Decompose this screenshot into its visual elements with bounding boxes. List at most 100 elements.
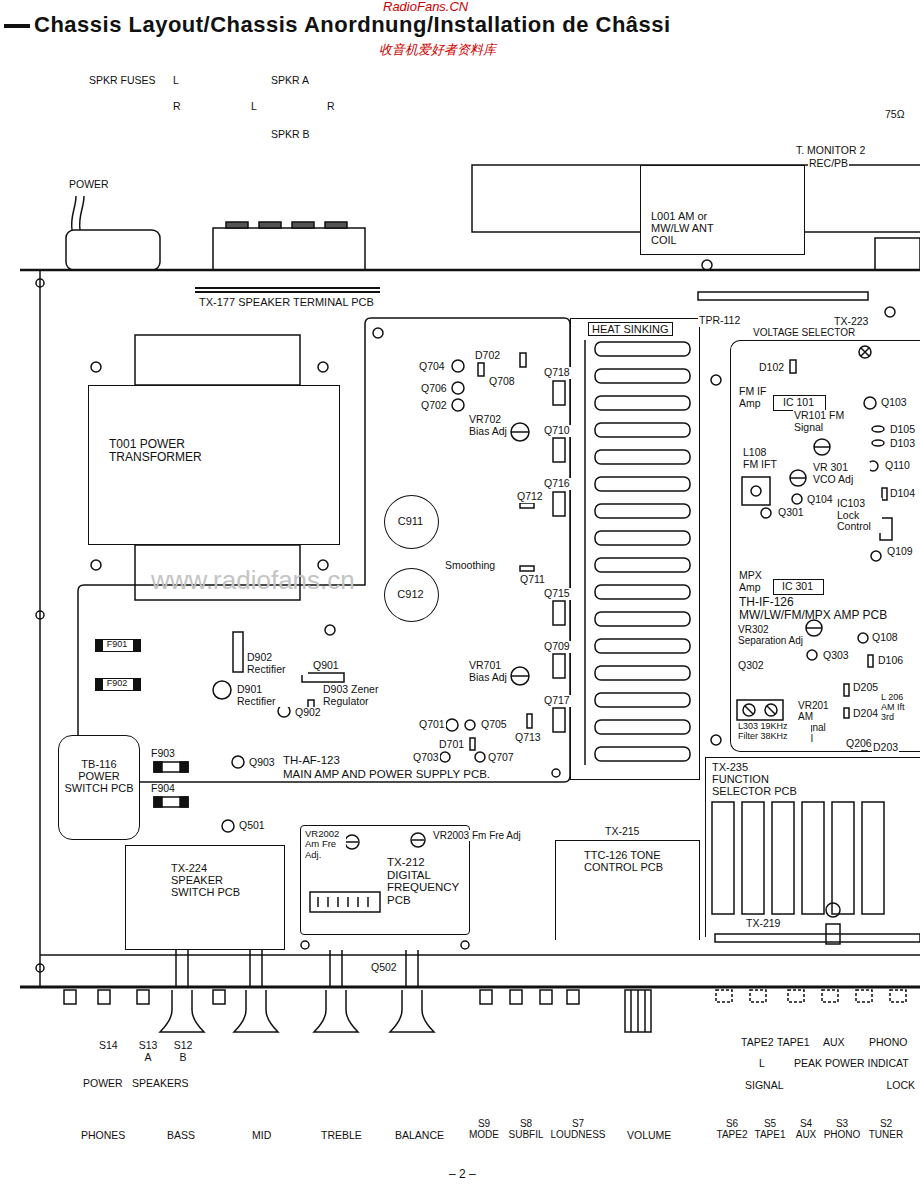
part-label: D701 [438,739,465,751]
part-label: Q301 [777,507,805,519]
board-label: F901 [103,640,131,650]
part-label: Q716 [543,478,571,490]
part-label: TX-219 [745,918,781,930]
part-label: Q715 [543,588,571,600]
part-label: F903 [150,748,176,760]
part-label: Q711 [519,574,546,586]
board-label: TX-224 SPEAKER SWITCH PCB [171,862,251,898]
part-label: D105 [889,424,916,436]
control-label: S6 TAPE2 [712,1118,752,1140]
ic-box: IC 301 [773,579,824,595]
part-label: VR702 Bias Adj [468,414,508,437]
part-label: Q705 [480,719,508,731]
ic-box: IC 101 [773,395,826,411]
part-label: L 206 AM Ift 3rd [880,693,916,723]
part-label: TAPE2 [740,1037,774,1049]
part-label: Q708 [488,376,516,388]
part-label: L [250,101,258,113]
board-label: TB-116 POWER SWITCH PCB [63,758,135,794]
part-label: MPX Amp [738,570,770,593]
board-label: T001 POWER TRANSFORMER [109,438,234,464]
part-label: F904 [150,783,176,795]
board-label: TX-177 SPEAKER TERMINAL PCB [199,296,374,308]
part-label: VR2002 Am Fre Adj. [304,829,346,860]
part-label: VR101 FM Signal [793,410,857,433]
part-label: D102 [758,362,785,374]
part-label: TAPE1 [776,1037,810,1049]
part-label: POWER [82,1078,124,1090]
part-label: VR701 Bias Adj [468,660,508,683]
part-label: Q103 [880,397,908,409]
part-label: PEAK POWER INDICAT [793,1058,910,1070]
part-label: Q206 [845,738,873,750]
part-label: Q709 [543,641,571,653]
part-label: PHONO [868,1037,909,1049]
part-label: Q703 [412,752,440,764]
part-label: Q707 [487,752,515,764]
part-label: D702 [474,350,501,362]
pcb-board: TH-AF-123MAIN AMP AND POWER SUPPLY PCB.C… [78,318,570,782]
control-label: S4 AUX [790,1118,822,1140]
part-label: Q108 [871,632,899,644]
part-label: SIGNAL [744,1080,785,1092]
part-label: L303 19KHz Filter 38KHz [737,722,811,742]
transformer-box: T001 POWER TRANSFORMER [88,385,340,545]
pcb-board: TX-235 FUNCTION SELECTOR PCB [705,757,920,937]
part-label: TX-223 [833,316,869,328]
part-label: D204 [852,708,879,720]
board-sublabel: MW/LW/FM/MPX AMP PCB [739,609,887,622]
board-label: IC 101 [774,397,823,409]
control-label: S9 MODE [464,1118,504,1140]
part-label: Q903 [248,757,276,769]
part-label: D205 [852,682,879,694]
pcb-band: TX-177 SPEAKER TERMINAL PCB [195,287,380,311]
part-label: D104 [889,488,916,500]
part-label: VOLUME [626,1130,672,1142]
board-label: TH-IF-126 [739,596,794,609]
part-label: L108 FM IFT [742,447,784,470]
part-label: POWER [68,179,110,191]
control-label: S7 LOUDNESS [548,1118,608,1140]
part-label: Q501 [238,820,266,832]
part-label: 75Ω [884,109,906,121]
part-label: PHONES [80,1130,126,1142]
part-label: Q701 [418,719,446,731]
part-label: SPKR B [270,129,311,141]
part-label: D902 Rectifier [246,652,308,675]
control-label: S3 PHONO [820,1118,864,1140]
part-label: Q109 [886,546,914,558]
watermark: RadioFans.CN [382,0,469,14]
part-label: AUX [822,1037,846,1049]
page-title: Chassis Layout/Chassis Anordnung/Install… [34,12,671,38]
part-label: D106 [877,655,904,667]
board-label: C912 [385,588,436,600]
board-label: L001 AM or MW/LW ANT COIL [651,210,741,246]
part-label: VOLTAGE SELECTOR [752,327,856,338]
board-sublabel: MAIN AMP AND POWER SUPPLY PCB. [283,768,490,781]
fuse-symbol: F902 [95,678,141,691]
part-label: LOCK [885,1080,916,1092]
part-label: T. MONITOR 2 [795,145,866,157]
part-label: R [326,101,336,113]
part-label: MID [251,1130,272,1142]
board-label: IC 301 [774,581,821,593]
pcb-board: TB-116 POWER SWITCH PCB [58,735,140,840]
heat-sink: HEAT SINKING [570,318,700,780]
part-label: Q104 [806,494,834,506]
part-label: R [172,101,182,113]
board-label: HEAT SINKING [588,322,673,336]
control-label: S2 TUNER [864,1118,908,1140]
pcb-board: TTC-126 TONE CONTROL PCB [555,840,700,940]
part-label: TPR-112 [698,315,741,327]
part-label: – 2 – [448,1168,477,1181]
part-label: SPKR A [270,75,310,87]
part-label: S14 [98,1040,119,1052]
board-label: TX-212 DIGITAL FREQUENCY PCB [387,856,467,907]
part-label: BASS [166,1130,196,1142]
part-label: VR 301 VCO Adj [812,462,870,485]
capacitor-circle: C912 [384,568,439,622]
board-outline [78,318,570,782]
part-label: D903 Zener Regulator [322,684,380,707]
part-label: Q706 [420,383,448,395]
